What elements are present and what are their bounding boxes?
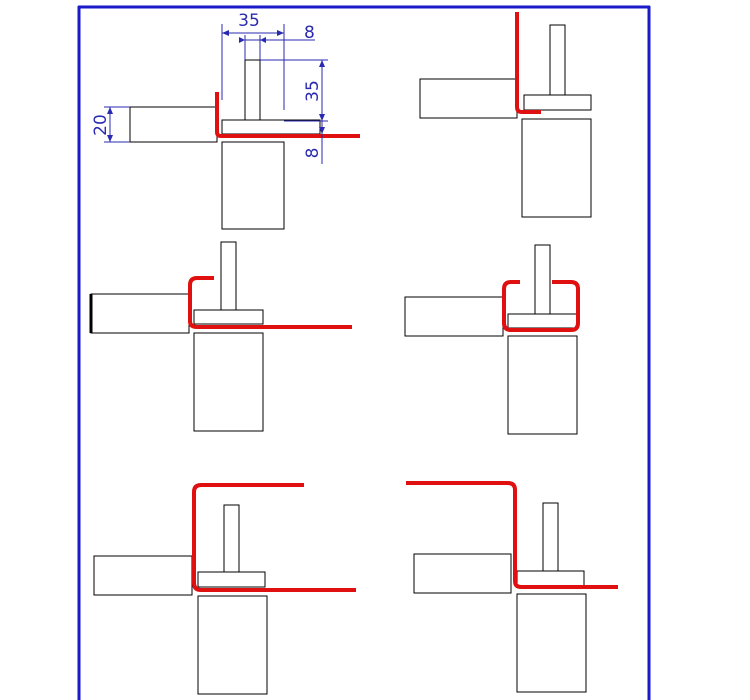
step-1-dimension-lines (104, 24, 328, 164)
dimension-label-20-vertical: 20 (91, 114, 111, 136)
step-3 (89, 241, 352, 432)
step-5-sheet-metal (192, 483, 356, 592)
step-6-tooling (413, 502, 587, 693)
step-4-sheet-metal (502, 280, 580, 332)
step-1-dimension-arrows (107, 30, 325, 142)
step-1-tooling (129, 59, 321, 230)
step-1-lower-die (221, 141, 285, 230)
step-6 (406, 481, 618, 693)
step-5-back-gauge-block (93, 555, 193, 596)
step-6-lower-die (516, 593, 587, 693)
step-5 (93, 483, 356, 695)
step-6-back-gauge-block (413, 553, 512, 594)
step-5-tooling (93, 504, 268, 695)
step-4-back-gauge-block (404, 296, 504, 337)
step-1-punch (244, 59, 261, 121)
step-2 (419, 12, 592, 218)
step-1: 35 8 35 8 20 (91, 11, 360, 230)
dimension-label-35-vertical: 35 (303, 80, 323, 102)
step-3-tooling (90, 241, 264, 432)
dimension-label-8-vertical: 8 (303, 148, 323, 159)
step-4 (404, 244, 580, 435)
dimension-label-35-horizontal: 35 (238, 11, 260, 31)
step-3-punch (220, 241, 237, 311)
step-4-punch (534, 244, 551, 315)
step-3-back-gauge-block (90, 293, 190, 334)
step-4-clamp-plate (507, 313, 578, 329)
step-5-lower-die (197, 595, 268, 695)
step-2-clamp-plate (523, 94, 592, 111)
step-4-lower-die (507, 335, 578, 435)
step-5-punch (223, 504, 240, 573)
step-2-tooling (419, 24, 592, 218)
step-6-clamp-plate (516, 570, 585, 587)
step-3-lower-die (193, 332, 264, 432)
step-6-punch (542, 502, 559, 572)
step-3-clamp-plate (193, 309, 264, 325)
step-2-punch (549, 24, 566, 96)
step-4-tooling (404, 244, 578, 435)
step-2-lower-die (521, 118, 592, 218)
step-6-sheet-metal (406, 481, 618, 589)
step-1-sheet-metal (215, 92, 360, 138)
dimension-label-8-horizontal: 8 (304, 23, 315, 43)
step-2-back-gauge-block (419, 78, 518, 119)
step-2-sheet-metal (515, 12, 541, 114)
step-3-sheet-metal (188, 276, 352, 329)
step-1-back-gauge-block (129, 106, 218, 143)
step-1-clamp-plate (221, 119, 321, 135)
step-5-clamp-plate (197, 571, 266, 588)
drawing-frame (77, 5, 651, 700)
